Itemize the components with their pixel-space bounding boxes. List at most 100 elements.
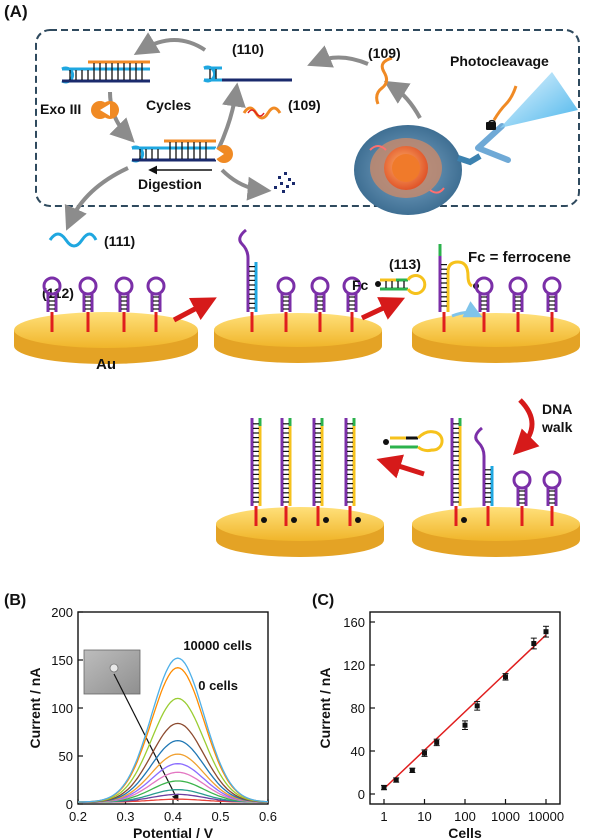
x-axis-title: Potential / V [133, 825, 214, 838]
electrode-4 [216, 507, 384, 557]
fc-duplex-probe [250, 418, 267, 526]
hairpin-probe [542, 470, 562, 526]
y-tick-label: 50 [59, 749, 73, 764]
dpv-series-line [78, 722, 269, 803]
x-tick-label: 0.4 [164, 809, 182, 824]
label-digestion: Digestion [138, 176, 202, 192]
ferrocene-hairpin-113 [375, 274, 427, 295]
probes-final [250, 418, 361, 526]
y-tick-label: 200 [51, 605, 73, 620]
data-point [474, 703, 480, 709]
label-dna: DNA [542, 401, 572, 417]
y-tick-label: 160 [343, 615, 365, 630]
x-tick-label: 0.6 [259, 809, 277, 824]
panel-b-label: (B) [4, 592, 26, 609]
data-point [409, 767, 415, 773]
strand-109-top [375, 56, 393, 105]
label-111: (111) [104, 233, 135, 249]
label-photocleavage: Photocleavage [450, 53, 549, 69]
strand-109-mid-red [247, 109, 265, 117]
inset-cell [109, 663, 119, 673]
fc-duplex-probe [312, 418, 329, 526]
y-tick-label: 0 [66, 797, 73, 812]
strand-109-mid [242, 106, 282, 120]
label-fc-eq: Fc = ferrocene [468, 249, 571, 266]
arrow-cell-to-109 [383, 80, 422, 119]
electrode-1 [14, 312, 198, 364]
released-strand [492, 85, 518, 121]
arrow-step-2 [360, 297, 406, 321]
fit-line [383, 634, 547, 790]
label-fc-small: Fc [352, 277, 369, 293]
ferrocene-hairpin-free [383, 430, 444, 453]
inset-image [83, 649, 141, 695]
arrow-step-1 [172, 297, 217, 323]
x-tick-label: 0.5 [211, 809, 229, 824]
electrode-5 [412, 507, 580, 557]
x-tick-label: 100 [454, 809, 476, 824]
arrow-step-back [376, 454, 425, 479]
walker-duplex [238, 228, 258, 332]
electrode-2 [214, 313, 382, 363]
y-tick-label: 0 [358, 787, 365, 802]
hairpin-probe [42, 276, 62, 332]
probes-row1-step3 [438, 244, 562, 332]
probes-row1-step2 [238, 228, 362, 332]
hairpin-110 [203, 65, 292, 83]
data-point [531, 641, 537, 646]
fc-duplex-probe [344, 418, 361, 526]
y-tick-label: 40 [351, 744, 365, 759]
dpv-series-line [78, 697, 269, 803]
light-beam [500, 72, 578, 128]
data-point [381, 785, 387, 791]
annotation-0-cells: 0 cells [198, 678, 238, 693]
arrow-up-to-110 [216, 82, 246, 151]
hairpin-probe [276, 276, 296, 332]
x-tick-label: 10 [417, 809, 431, 824]
x-axis-title: Cells [448, 825, 482, 838]
arrow-to-111 [64, 166, 129, 231]
arrow-to-duplex [133, 32, 207, 55]
x-tick-label: 1000 [491, 809, 520, 824]
data-point [422, 750, 427, 756]
dpv-series-line [77, 657, 269, 803]
data-point [543, 629, 549, 635]
y-tick-label: 100 [51, 701, 73, 716]
hairpin-probes-row1 [42, 276, 166, 332]
nucleotide-fragments [274, 172, 295, 193]
y-axis-title: Current / nA [317, 668, 333, 749]
panel-c-label: (C) [312, 592, 334, 609]
y-tick-label: 120 [343, 658, 365, 673]
panel-a-label: (A) [4, 2, 28, 21]
label-113: (113) [389, 256, 421, 272]
arrow-to-109 [307, 45, 369, 68]
duplex-exo [131, 139, 233, 163]
strand-111 [48, 232, 98, 248]
fc-duplex-probe [450, 418, 467, 526]
walker-opening [438, 244, 483, 332]
data-point [393, 777, 399, 783]
x-tick-label: 0.2 [69, 809, 87, 824]
duplex-hairpin-109 [61, 60, 150, 84]
x-tick-label: 0.3 [116, 809, 134, 824]
hairpin-probe [146, 276, 166, 332]
label-110: (110) [232, 41, 264, 57]
data-point [503, 674, 508, 680]
probes-row2-step [450, 418, 562, 526]
data-point [434, 739, 440, 745]
x-tick-label: 10000 [528, 809, 564, 824]
hairpin-probe [114, 276, 134, 332]
hairpin-probe [78, 276, 98, 332]
hairpin-probe [542, 276, 562, 332]
hairpin-probe [512, 470, 532, 526]
hairpin-probe [474, 276, 494, 332]
hairpin-probe [508, 276, 528, 332]
cycle-box [35, 29, 580, 207]
y-axis-title: Current / nA [27, 668, 43, 749]
label-walk: walk [541, 419, 573, 435]
cell-illustration [354, 125, 482, 215]
x-tick-label: 1 [380, 809, 387, 824]
